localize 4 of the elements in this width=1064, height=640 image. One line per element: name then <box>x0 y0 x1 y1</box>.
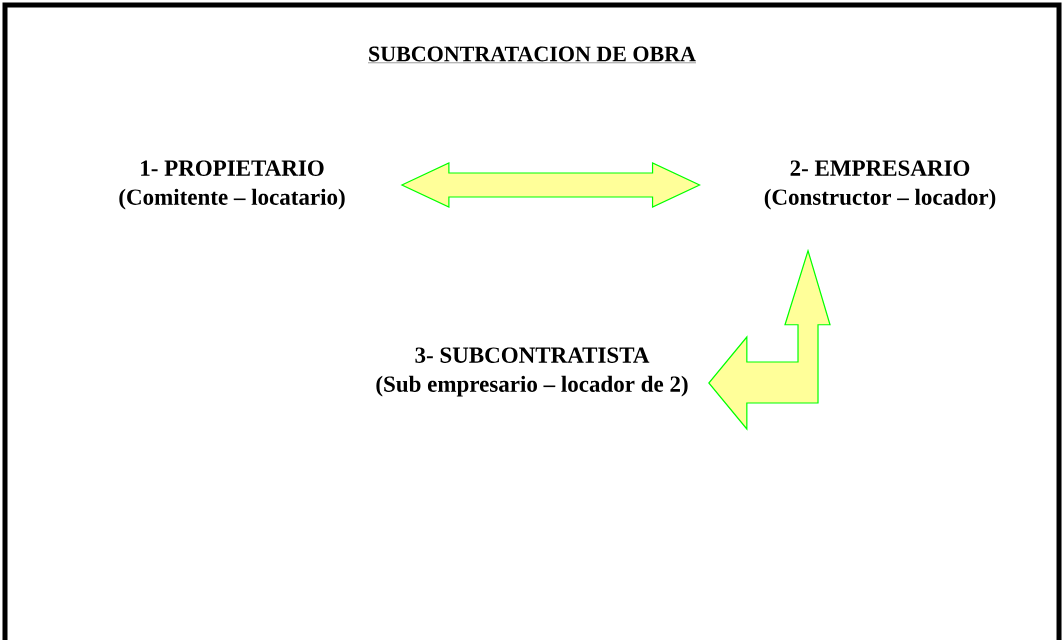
text-label: 2- EMPRESARIO (Constructor – locador) <box>764 160 996 210</box>
text-label: 3- SUBCONTRATISTA (Sub empresario – locador de 2) <box>376 347 688 397</box>
text-label: 1- PROPIETARIO (Comitente – locatario) <box>119 160 345 210</box>
title: SUBCONTRATACION DE OBRA <box>367 46 697 63</box>
